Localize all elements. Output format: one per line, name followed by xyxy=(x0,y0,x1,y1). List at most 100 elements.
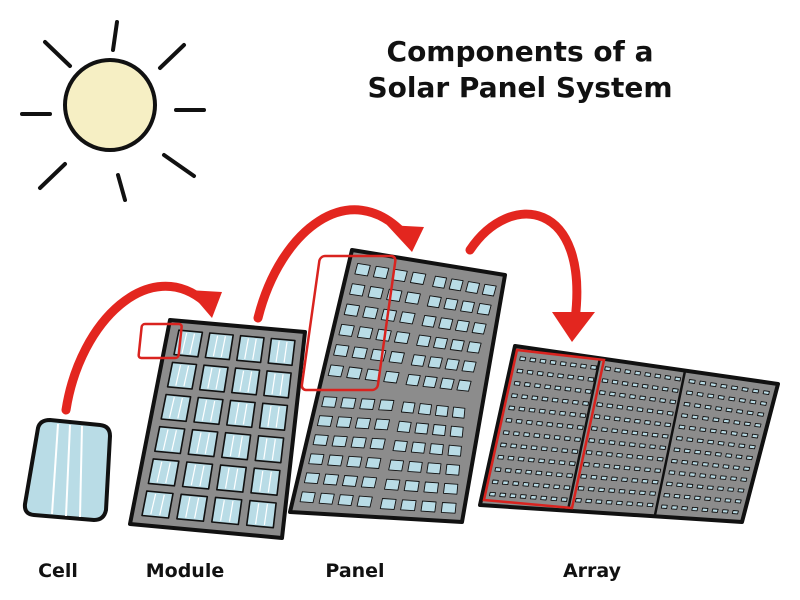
array-cell xyxy=(700,428,706,432)
array-cell xyxy=(511,444,517,448)
panel-cell xyxy=(332,436,347,447)
panel-cell xyxy=(422,315,436,327)
panel-cell xyxy=(347,367,362,379)
array-cell xyxy=(733,466,739,470)
cell-illustration xyxy=(25,420,110,520)
array-cell xyxy=(723,465,729,469)
array-cell xyxy=(537,371,543,375)
array-cell xyxy=(705,497,711,501)
array-cell xyxy=(694,496,700,500)
array-cell xyxy=(684,495,690,499)
array-cell xyxy=(624,466,630,470)
array-cell xyxy=(614,465,620,469)
array-cell xyxy=(562,399,568,403)
array-cell xyxy=(611,477,617,481)
array-cell xyxy=(721,430,727,434)
panel-cell xyxy=(404,481,419,492)
panel-cell xyxy=(389,460,404,471)
array-cell xyxy=(554,485,560,489)
module-cell xyxy=(237,336,264,363)
array-cell xyxy=(606,501,612,505)
array-cell xyxy=(742,388,748,392)
array-cell xyxy=(645,468,651,472)
sun-icon xyxy=(22,22,204,200)
array-cell xyxy=(505,469,511,473)
array-cell xyxy=(492,480,498,484)
array-cell xyxy=(722,510,728,513)
array-cell xyxy=(570,412,576,416)
array-cell xyxy=(529,408,535,412)
array-cell xyxy=(597,403,603,407)
module-cell xyxy=(161,395,190,422)
panel-cell xyxy=(461,301,475,313)
array-cell xyxy=(627,406,633,410)
array-cell xyxy=(520,357,526,361)
array-cell xyxy=(616,501,622,505)
panel-cell xyxy=(410,272,425,284)
panel-cell xyxy=(405,292,420,304)
array-cell xyxy=(575,438,581,442)
panel-cell xyxy=(433,276,447,288)
module-cell xyxy=(188,430,217,457)
panel-cell xyxy=(360,399,375,410)
array-cell xyxy=(530,358,536,362)
array-cell xyxy=(694,404,700,408)
array-cell xyxy=(562,449,568,453)
panel-cell xyxy=(334,345,349,357)
array-cell xyxy=(588,487,594,491)
array-cell xyxy=(514,381,520,385)
array-cell xyxy=(744,467,750,471)
panel-cell xyxy=(393,441,407,452)
array-cell xyxy=(647,456,653,460)
array-cell xyxy=(533,483,539,487)
array-cell xyxy=(519,407,525,411)
panel-cell xyxy=(467,342,481,353)
array-cell xyxy=(569,462,575,466)
array-cell xyxy=(684,449,690,453)
array-cell xyxy=(581,475,587,479)
panel-cell xyxy=(380,499,396,510)
array-cell xyxy=(632,383,638,387)
panel-cell xyxy=(477,303,491,315)
panel-cell xyxy=(441,503,456,514)
module-cell xyxy=(148,459,178,486)
panel-illustration xyxy=(290,250,505,522)
panel-cell xyxy=(424,482,439,493)
array-cell xyxy=(728,488,734,492)
array-cell xyxy=(599,488,605,492)
panel-cell xyxy=(448,445,461,456)
array-cell xyxy=(572,400,578,404)
array-cell xyxy=(543,484,549,488)
module-cell xyxy=(260,403,288,430)
array-cell xyxy=(708,394,714,398)
label-panel: Panel xyxy=(315,560,395,582)
array-cell xyxy=(634,419,640,423)
panel-cell xyxy=(423,376,437,387)
array-cell xyxy=(723,419,729,423)
array-cell xyxy=(624,418,630,422)
panel-cell xyxy=(313,435,328,446)
array-cell xyxy=(625,370,631,374)
array-cell xyxy=(620,393,626,397)
array-cell xyxy=(599,440,605,444)
array-cell xyxy=(702,463,708,467)
label-module: Module xyxy=(135,560,235,582)
array-cell xyxy=(515,469,521,473)
array-cell xyxy=(607,404,613,408)
array-cell xyxy=(637,455,643,459)
array-cell xyxy=(549,460,555,464)
module-illustration xyxy=(130,320,305,538)
panel-cell xyxy=(433,425,446,436)
array-cell xyxy=(746,456,752,460)
panel-cell xyxy=(457,380,471,391)
array-cell xyxy=(527,370,533,374)
array-cell xyxy=(588,377,594,381)
module-cell xyxy=(177,494,207,521)
panel-cell xyxy=(368,287,383,299)
panel-cell xyxy=(397,421,411,432)
array-cell xyxy=(655,374,661,378)
array-cell xyxy=(560,362,566,366)
array-cell xyxy=(697,485,703,489)
module-cell xyxy=(142,491,173,518)
array-cell xyxy=(614,417,620,421)
